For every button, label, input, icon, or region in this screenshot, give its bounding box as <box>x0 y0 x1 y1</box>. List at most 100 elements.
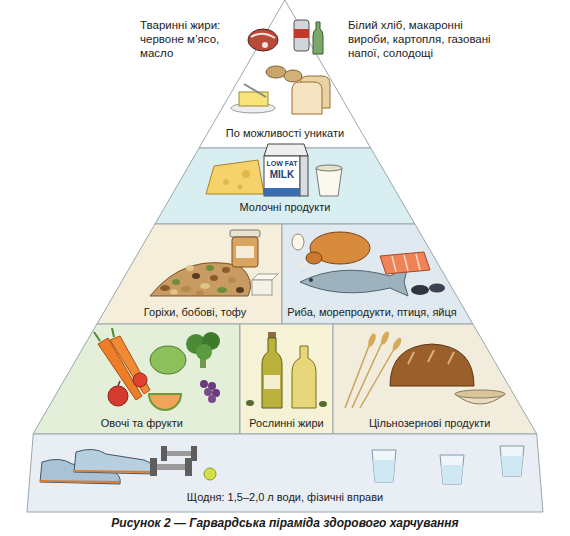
tier-shape <box>199 0 371 148</box>
pyramid-tier: Рослинні жири <box>240 324 333 434</box>
olives <box>246 400 254 406</box>
tier-outline <box>27 434 543 512</box>
olive-oil-bottle <box>268 332 276 338</box>
steak <box>251 34 275 38</box>
tier-label: По можливості уникати <box>216 126 354 140</box>
potatoes <box>266 66 286 78</box>
nut-pile <box>160 285 170 291</box>
water-glasses <box>501 456 523 476</box>
nut-pile <box>217 287 227 293</box>
mussels <box>411 285 429 295</box>
grapes <box>204 388 212 396</box>
apple <box>108 386 128 406</box>
peanut-butter-jar <box>230 230 260 237</box>
sneakers <box>74 471 154 472</box>
fish <box>309 278 313 282</box>
pyramid-tier: Горіхи, бобові, тофу <box>97 224 282 324</box>
tier-outline <box>97 224 282 324</box>
soda-can <box>294 29 309 38</box>
salmon-fillet <box>380 252 430 274</box>
pyramid-tier: Овочі та фрукти <box>33 324 240 434</box>
pyramid-tier: По можливості уникати <box>199 0 371 148</box>
steak <box>262 42 268 48</box>
yogurt-cup <box>316 165 342 196</box>
bread-slices <box>292 82 322 114</box>
roast-chicken <box>306 252 322 264</box>
food-group-note: Тваринні жири: червоне м’ясо, масло <box>140 18 240 60</box>
pyramid-tier: Риба, морепродукти, птиця, яйця <box>282 224 473 324</box>
dumbbells <box>166 451 192 456</box>
olives <box>319 401 327 407</box>
nut-pile <box>196 291 204 296</box>
milk-carton <box>264 188 300 196</box>
nut-pile <box>228 277 236 283</box>
label-slot: LOW FAT <box>264 159 300 168</box>
mussels <box>429 284 445 293</box>
bread-slices <box>292 76 330 114</box>
cheese <box>223 179 229 185</box>
label-slot: Білий хліб, макаронні вироби, картопля, … <box>348 18 498 60</box>
soda-can <box>294 20 309 51</box>
caption-slot: Рисунок 2 — Гарвардська піраміда здорово… <box>0 515 570 531</box>
lettuce <box>150 346 186 374</box>
nut-pile <box>222 267 230 273</box>
food-group-note: Білий хліб, макаронні вироби, картопля, … <box>348 18 498 60</box>
nut-pile <box>170 290 178 295</box>
olive-oil-bottle <box>264 375 280 389</box>
figure-caption: Рисунок 2 — Гарвардська піраміда здорово… <box>0 515 570 531</box>
peanut-butter-jar <box>232 237 258 267</box>
nut-pile <box>210 275 218 281</box>
label-slot: Тваринні жири: червоне м’ясо, масло <box>140 18 240 60</box>
nut-pile <box>236 287 244 293</box>
milk-carton <box>264 144 308 156</box>
yogurt-cup <box>316 168 342 196</box>
water-glasses <box>373 460 395 482</box>
soda-bottle <box>313 22 323 54</box>
water-glasses <box>500 446 524 476</box>
nut-pile <box>206 265 214 271</box>
dumbbells <box>185 458 192 476</box>
salmon-fillet <box>380 252 430 274</box>
egg <box>292 234 304 250</box>
nut-pile <box>172 279 180 285</box>
nut-pile <box>192 273 200 279</box>
dumbbells <box>150 458 157 476</box>
tier-label: Щодня: 1,5–2,0 л води, фізичні вправи <box>33 490 537 504</box>
bread-loaf <box>448 352 454 364</box>
tier-outline <box>155 148 415 224</box>
tomato <box>133 373 147 387</box>
nut-pile <box>186 265 194 271</box>
milk-carton <box>300 156 308 196</box>
tier-label: Рослинні жири <box>244 416 329 430</box>
broccoli <box>196 344 212 360</box>
grapes <box>208 395 216 403</box>
milk-carton <box>264 156 300 196</box>
tier-label: Цільнозернові продукти <box>337 416 522 430</box>
yogurt-cup <box>316 165 342 171</box>
salmon-fillet <box>392 256 396 272</box>
egg <box>292 234 304 250</box>
salmon-fillet <box>416 254 420 270</box>
cheese <box>238 185 243 190</box>
tier-outline <box>33 324 240 434</box>
soda-bottle <box>313 22 323 54</box>
tennis-ball <box>204 468 216 480</box>
milk-carton <box>264 144 308 196</box>
tier-label: Молочні продукти <box>173 200 397 214</box>
nut-pile <box>181 286 191 292</box>
tier-outline <box>199 0 371 148</box>
dumbbells <box>191 446 197 461</box>
tofu <box>252 280 272 295</box>
soda-can <box>294 20 309 51</box>
tier-outline <box>333 324 537 434</box>
tier-outline <box>282 224 473 324</box>
grain-bowl <box>455 390 505 398</box>
carton-text: MILK <box>264 169 300 181</box>
lettuce <box>150 346 186 374</box>
label-slot: MILK <box>264 169 300 181</box>
water-glasses <box>441 465 463 484</box>
dumbbells <box>161 446 167 461</box>
